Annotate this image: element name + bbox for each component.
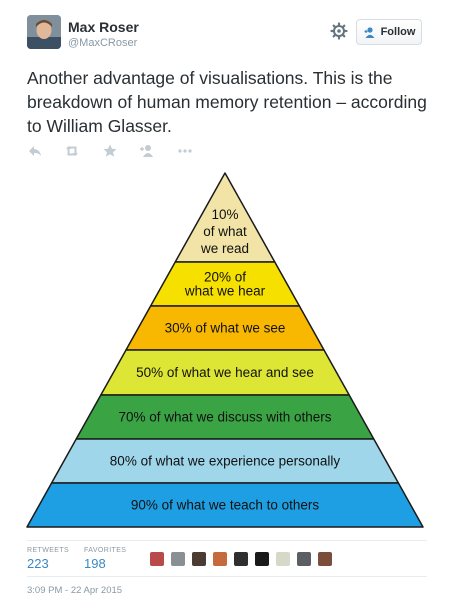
favorites-count: 198 <box>84 556 106 571</box>
tweet-timestamp[interactable]: 3:09 PM - 22 Apr 2015 <box>27 585 123 596</box>
stats-divider-top <box>27 540 427 541</box>
author-avatar-image <box>27 15 61 49</box>
follow-person-icon <box>364 26 375 38</box>
pyramid-layer-7 <box>26 482 424 528</box>
favoriter-avatar[interactable] <box>255 552 269 566</box>
pyramid-layer-1-label: we read <box>200 241 249 256</box>
favoriter-avatar[interactable] <box>171 552 185 566</box>
follow-button-label: Follow <box>380 26 416 38</box>
pyramid-layer-1-label: 10% <box>211 207 238 222</box>
author-avatar[interactable] <box>27 15 61 49</box>
favoriter-avatar[interactable] <box>297 552 311 566</box>
stats-divider-bottom <box>27 576 427 577</box>
author-handle[interactable]: @MaxCRoser <box>68 37 138 49</box>
retweet-icon[interactable] <box>64 143 80 159</box>
tweet-text: Another advantage of visualisations. Thi… <box>27 68 427 136</box>
author-name[interactable]: Max Roser <box>68 19 139 35</box>
favoriter-avatar[interactable] <box>234 552 248 566</box>
retweets-count: 223 <box>27 556 49 571</box>
pyramid-layer-7-label: 90% of what we teach to others <box>131 498 320 513</box>
favoriter-avatar[interactable] <box>213 552 227 566</box>
favoriter-avatar[interactable] <box>276 552 290 566</box>
pyramid-layer-4-label: 50% of what we hear and see <box>136 365 314 380</box>
pyramid-layer-5-label: 70% of what we discuss with others <box>118 410 331 425</box>
favorites-label: FAVORITES <box>84 547 127 554</box>
favoriter-avatar[interactable] <box>150 552 164 566</box>
tweet-header: Max Roser @MaxCRoser Follow <box>0 0 450 60</box>
pyramid-layer-2-label: 20% of <box>204 270 246 285</box>
favoriter-avatar[interactable] <box>192 552 206 566</box>
gear-icon[interactable] <box>330 22 348 40</box>
more-icon[interactable] <box>177 143 193 159</box>
reply-icon[interactable] <box>27 143 43 159</box>
follow-user-icon[interactable] <box>139 143 155 159</box>
favorites-stat[interactable]: FAVORITES 198 <box>84 547 126 571</box>
favorite-icon[interactable] <box>102 143 118 159</box>
pyramid-layer-3-label: 30% of what we see <box>165 321 286 336</box>
pyramid-layer-2-label: what we hear <box>184 284 266 299</box>
pyramid-layer-6-label: 80% of what we experience personally <box>110 454 341 469</box>
retweets-stat[interactable]: RETWEETS 223 <box>27 547 69 571</box>
pyramid-layer-1-label: of what <box>203 224 247 239</box>
favoriter-avatar[interactable] <box>318 552 332 566</box>
follow-button[interactable]: Follow <box>356 19 422 45</box>
retweets-label: RETWEETS <box>27 547 70 554</box>
